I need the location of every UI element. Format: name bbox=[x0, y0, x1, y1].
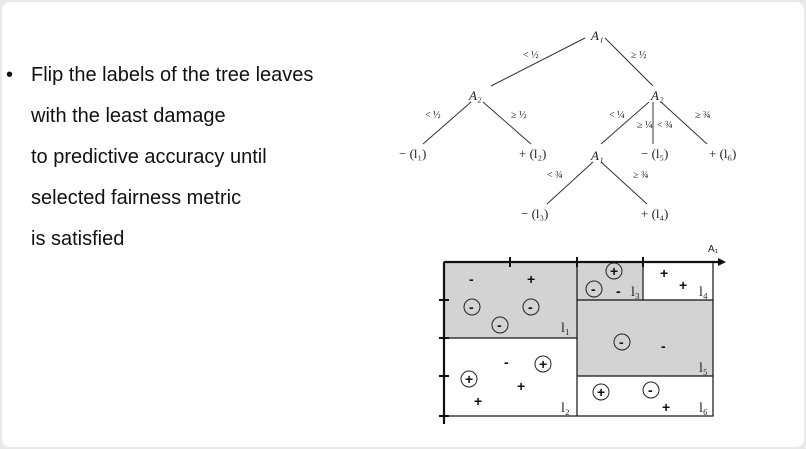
point-l6-plus-1: + bbox=[597, 384, 605, 400]
region-label-l1: l₁ bbox=[561, 321, 570, 336]
point-l1-minus-4: - bbox=[497, 317, 502, 333]
decision-tree: A₁ A₂ A₂ A₁ < ½ ≥ ½ < ½ ≥ ½ < ¼ ≥ ¼ < ¾ … bbox=[399, 28, 736, 221]
region-l1 bbox=[444, 262, 577, 338]
bullet-line-5: is satisfied bbox=[31, 228, 125, 250]
region-label-l3: l₃ bbox=[631, 285, 640, 300]
edge-left-left: < ½ bbox=[425, 110, 441, 121]
point-l3-plus-1: + bbox=[610, 263, 618, 279]
bullet-marker: • bbox=[6, 64, 14, 86]
point-l5-minus-2: - bbox=[661, 338, 666, 354]
edge-root-right: ≥ ½ bbox=[631, 50, 647, 61]
edge-inner-left: < ¾ bbox=[547, 170, 563, 181]
partition-plot: A₁ - + - - - - + + + + + - bbox=[439, 244, 726, 424]
bullet-line-3: to predictive accuracy until bbox=[31, 146, 267, 168]
point-l2-plus-4: + bbox=[474, 393, 482, 409]
point-l2-minus-1: - bbox=[504, 354, 509, 370]
tree-leaf-l4: + (l₄) bbox=[641, 206, 668, 221]
tree-leaf-l3: − (l₃) bbox=[521, 206, 548, 221]
edge-right-c: < ¾ bbox=[657, 120, 673, 131]
tree-leaf-l1: − (l₁) bbox=[399, 146, 426, 161]
tree-right-node: A₂ bbox=[650, 88, 664, 103]
region-label-l5: l₅ bbox=[699, 361, 708, 376]
point-l1-minus-1: - bbox=[469, 271, 474, 287]
edge-right-d: ≥ ¾ bbox=[695, 110, 711, 121]
edge-root-left: < ½ bbox=[523, 50, 539, 61]
axis-label-a1: A₁ bbox=[708, 244, 719, 255]
point-l4-plus-1: + bbox=[660, 265, 668, 281]
edge-left-right: ≥ ½ bbox=[511, 110, 527, 121]
region-label-l6: l₆ bbox=[699, 401, 708, 416]
region-l5 bbox=[577, 300, 713, 376]
point-l1-minus-2: - bbox=[469, 299, 474, 315]
region-label-l2: l₂ bbox=[561, 401, 570, 416]
point-l3-minus-1: - bbox=[591, 281, 596, 297]
bullet-line-4: selected fairness metric bbox=[31, 187, 242, 209]
edge-right-b: ≥ ¼ bbox=[637, 120, 653, 131]
point-l2-plus-3: + bbox=[517, 378, 525, 394]
tree-inner-node: A₁ bbox=[590, 148, 603, 163]
edge-right-a: < ¼ bbox=[609, 110, 625, 121]
point-l5-minus-1: - bbox=[619, 334, 624, 350]
tree-leaf-l2: + (l₂) bbox=[519, 146, 546, 161]
point-l6-plus-2: + bbox=[662, 399, 670, 415]
tree-root-node: A₁ bbox=[590, 28, 603, 43]
point-l1-plus-1: + bbox=[527, 271, 535, 287]
tree-leaf-l5: − (l₅) bbox=[641, 146, 668, 161]
point-l2-plus-1: + bbox=[539, 356, 547, 372]
bullet-line-2: with the least damage bbox=[31, 105, 226, 127]
point-l6-minus-1: - bbox=[648, 382, 653, 398]
tree-leaf-l6: + (l₆) bbox=[709, 146, 736, 161]
tree-left-node: A₂ bbox=[468, 88, 482, 103]
point-l4-plus-2: + bbox=[679, 277, 687, 293]
point-l1-minus-3: - bbox=[528, 299, 533, 315]
region-label-l4: l₄ bbox=[699, 285, 708, 300]
point-l3-minus-2: - bbox=[616, 283, 621, 299]
edge-inner-right: ≥ ¾ bbox=[633, 170, 649, 181]
point-l2-plus-2: + bbox=[465, 371, 473, 387]
bullet-line-1: Flip the labels of the tree leaves bbox=[31, 64, 314, 86]
